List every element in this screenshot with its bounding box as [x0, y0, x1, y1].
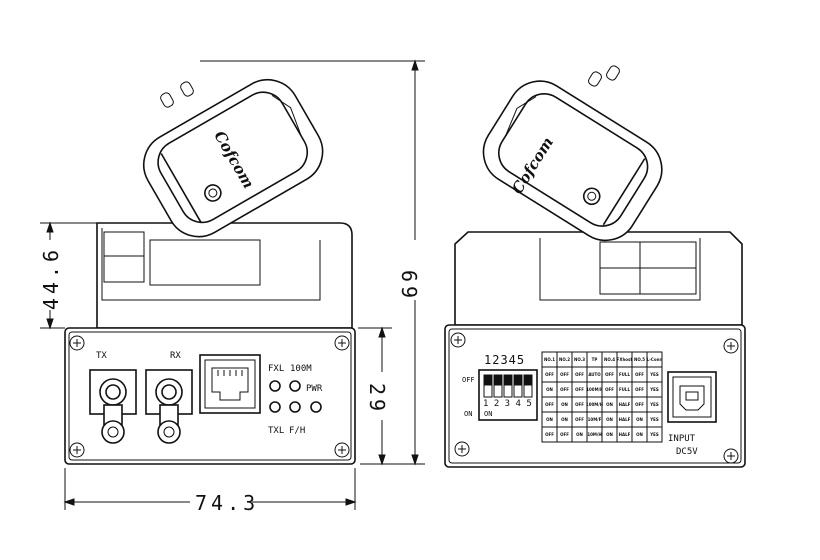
table-cell: OFF [545, 432, 554, 437]
right-body-top [454, 231, 743, 326]
table-cell: OFF [605, 387, 614, 392]
right-corner-screws [450, 332, 739, 464]
txl-led [269, 401, 281, 413]
fh-led [289, 401, 301, 413]
table-cell: ON [636, 417, 643, 422]
table-cell: YES [649, 417, 659, 422]
dip-switch[interactable] [478, 369, 538, 421]
table-cell: OFF [560, 432, 569, 437]
pwr-led [310, 401, 322, 413]
dip-on-label: ON [464, 410, 472, 418]
table-cell: OFF [575, 387, 584, 392]
txl-label: TXL [268, 426, 284, 436]
rx-connector [145, 369, 193, 444]
table-cell: ON [606, 417, 613, 422]
table-cell: FULL [619, 387, 631, 392]
pwr-label: PWR [306, 384, 323, 394]
table-cell: ON [561, 417, 568, 422]
table-header-cell: NO.5 [634, 357, 645, 362]
table-cell: ON [606, 432, 613, 437]
front-height-dimension: 29 [365, 383, 389, 415]
dimension-lines: 74.3 44.6 69 29 [39, 59, 425, 515]
body-height-dimension: 44.6 [39, 246, 63, 310]
input-label: INPUT [668, 434, 696, 444]
left-body-slot [101, 228, 321, 301]
rx-label: RX [170, 351, 181, 361]
table-cell: OFF [635, 372, 644, 377]
table-cell: ON [636, 432, 643, 437]
table-header-cell: NO.2 [559, 357, 570, 362]
tx-connector [89, 369, 137, 444]
left-housing-screw [204, 184, 222, 202]
table-cell: OFF [575, 402, 584, 407]
left-top-housing: Cofcom [142, 78, 324, 238]
left-body-top [96, 222, 353, 329]
table-header-cell: NO.3 [574, 357, 585, 362]
dip-off-label: OFF [462, 376, 475, 384]
dip-on-inner-label: ON [484, 410, 492, 418]
left-body-notch [103, 231, 145, 283]
table-cell: OFF [545, 372, 554, 377]
table-cell: YES [649, 387, 659, 392]
table-cell: OFF [605, 372, 614, 377]
total-height-dimension: 69 [397, 270, 421, 302]
table-cell: AUTO [588, 372, 601, 377]
usb-input-port [667, 371, 717, 423]
table-cell: OFF [545, 402, 554, 407]
table-cell: YES [649, 372, 659, 377]
table-cell: 10M/H [587, 432, 601, 437]
dc-label: DC5V [676, 447, 698, 457]
table-cell: ON [561, 402, 568, 407]
table-cell: ON [546, 417, 553, 422]
table-cell: HALF [619, 402, 631, 407]
table-cell: YES [649, 402, 659, 407]
table-cell: YES [649, 432, 659, 437]
width-dimension: 74.3 [195, 491, 259, 515]
table-cell: ON [546, 387, 553, 392]
table-header-cell: L-Conn [647, 357, 663, 362]
table-cell: FULL [619, 372, 631, 377]
table-cell: 100M/H [586, 402, 603, 407]
table-cell: OFF [560, 372, 569, 377]
right-rear-panel [444, 324, 746, 468]
table-cell: ON [606, 402, 613, 407]
fh-label: F/H [289, 426, 305, 436]
rj45-port [199, 354, 261, 414]
table-cell: OFF [575, 417, 584, 422]
left-body-inner [149, 239, 261, 286]
left-corner-screws [69, 335, 350, 458]
table-cell: OFF [560, 387, 569, 392]
dip-numbers: 12345 [484, 353, 525, 367]
left-unit: Cofcom TX RX [64, 78, 356, 465]
table-cell: HALF [619, 432, 631, 437]
table-cell: 100M/F [586, 387, 603, 392]
tx-label: TX [96, 351, 107, 361]
table-cell: 10M/F [588, 417, 602, 422]
table-cell: ON [576, 432, 583, 437]
right-housing-screw [582, 187, 601, 206]
right-top-housing [482, 80, 663, 242]
table-header-cell: FXhost [617, 357, 633, 362]
dip-bottom-numbers: 1 2 3 4 5 [483, 399, 532, 409]
right-unit: Cofcom 12345 OFF ON 1 2 3 4 5 ON NO [444, 65, 746, 468]
100m-label: 100M [290, 364, 312, 374]
fxl-label: FXL [268, 364, 284, 374]
table-header-cell: TP [592, 357, 598, 362]
table-cell: HALF [619, 417, 631, 422]
table-header-cell: NO.1 [544, 357, 555, 362]
fxl-led [269, 380, 281, 392]
table-header-cell: NO.4 [604, 357, 615, 362]
table-cell: OFF [575, 372, 584, 377]
table-cell: OFF [635, 387, 644, 392]
table-cell: OFF [635, 402, 644, 407]
100m-led [289, 380, 301, 392]
